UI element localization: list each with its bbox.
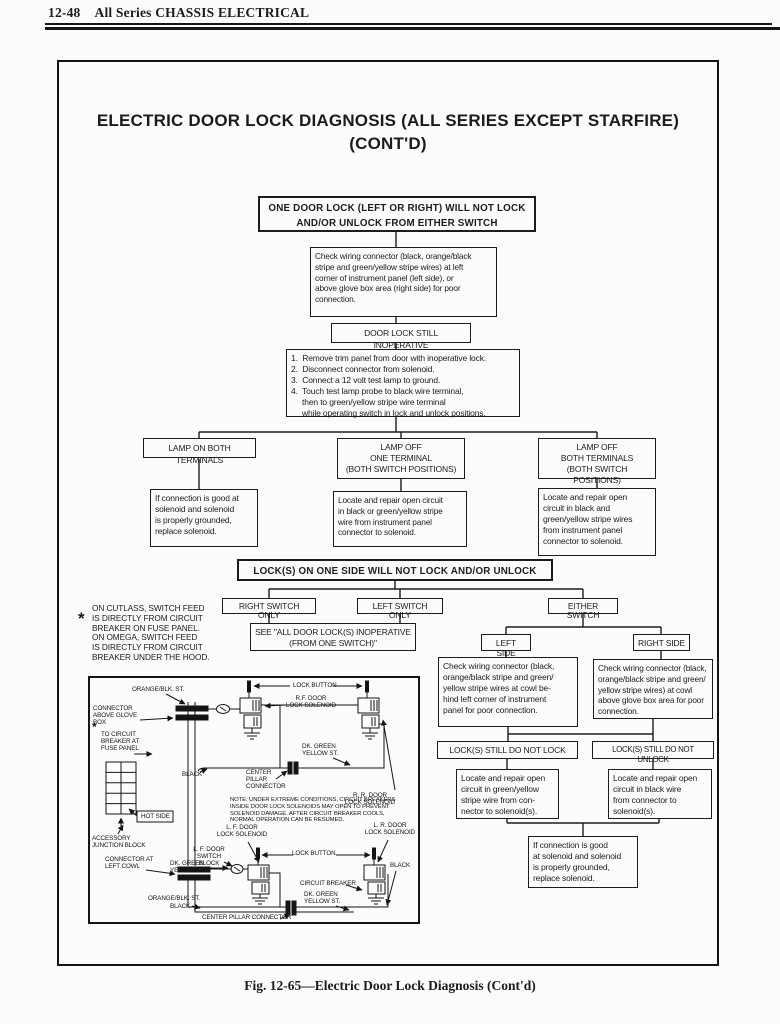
label-lock-button-bottom: LOCK BUTTON <box>292 850 336 857</box>
replace-solenoid-box: If connection is good at solenoid and so… <box>150 489 258 547</box>
label-black-bottom: BLACK <box>170 903 191 910</box>
label-dk-green-yellow-bottom: DK. GREEN YELLOW ST. <box>304 891 341 906</box>
label-lf-door-switch-block: L. F. DOOR SWITCH BLOCK <box>193 846 225 868</box>
page-header: 12-48 All Series CHASSIS ELECTRICAL <box>48 5 309 21</box>
label-lr-door-lock-solenoid: L. R. DOOR LOCK SOLENOID <box>364 822 416 837</box>
repair-black-wire-box: Locate and repair open circuit in black … <box>608 769 712 819</box>
connection-good-box: If connection is good at solenoid and so… <box>528 836 638 888</box>
label-hot-side: HOT SIDE <box>141 813 170 820</box>
label-dk-green-yellow-top: DK. GREEN YELLOW ST. <box>302 743 339 758</box>
chapter-title: All Series CHASSIS ELECTRICAL <box>94 5 310 20</box>
label-accessory-junction-block: ACCESSORY JUNCTION BLOCK <box>92 835 146 850</box>
label-lf-door-lock-solenoid: L. F. DOOR LOCK SOLENOID <box>216 824 268 839</box>
label-center-pillar-top: CENTER PILLAR CONNECTOR <box>246 769 286 791</box>
label-rr-door-lock-solenoid: R. R. DOOR LOCK SOLENOID <box>344 792 396 807</box>
label-connector-left-cowl: CONNECTOR AT LEFT COWL <box>105 856 154 871</box>
lamp-off-one-terminal-box: LAMP OFF ONE TERMINAL (BOTH SWITCH POSIT… <box>337 438 465 479</box>
label-dk-green-yellow-mid: DK. GREEN YELLOW ST. <box>170 860 207 875</box>
label-black-right: BLACK <box>390 862 411 869</box>
repair-green-yellow-box: Locate and repair open circuit in green/… <box>456 769 559 819</box>
lamp-on-both-terminals-box: LAMP ON BOTH TERMINALS <box>143 438 256 465</box>
either-switch-box: EITHER SWITCH <box>548 598 618 620</box>
figure-title: ELECTRIC DOOR LOCK DIAGNOSIS (ALL SERIES… <box>96 111 680 153</box>
left-side-check-box: Check wiring connector (black, orange/bl… <box>438 657 578 727</box>
diagram-asterisk: * <box>92 720 97 734</box>
locks-still-do-not-lock-box: LOCK(S) STILL DO NOT LOCK <box>437 741 578 759</box>
label-lock-button-top: LOCK BUTTON <box>293 682 337 689</box>
right-side-box: RIGHT SIDE <box>633 634 690 651</box>
left-side-box: LEFT SIDE <box>481 634 531 658</box>
label-rf-door-lock-solenoid: R.F. DOOR LOCK SOLENOID <box>285 695 337 710</box>
label-connector-above-glove-box: CONNECTOR ABOVE GLOVE BOX <box>93 705 138 727</box>
wiring-diagram: ORANGE/BLK. ST. CONNECTOR ABOVE GLOVE BO… <box>88 676 420 924</box>
label-to-circuit-breaker: TO CIRCUIT BREAKER AT FUSE PANEL <box>101 731 140 753</box>
lamp-off-both-terminals-box: LAMP OFF BOTH TERMINALS (BOTH SWITCH POS… <box>538 438 656 485</box>
flow2-header-box: LOCK(S) ON ONE SIDE WILL NOT LOCK AND/OR… <box>237 559 553 581</box>
figure-caption: Fig. 12-65—Electric Door Lock Diagnosis … <box>244 978 536 993</box>
flow-start-box: ONE DOOR LOCK (LEFT OR RIGHT) WILL NOT L… <box>258 196 536 232</box>
label-circuit-breaker: CIRCUIT BREAKER <box>300 880 356 887</box>
label-orange-blk-bottom: ORANGE/BLK. ST. <box>148 895 201 902</box>
locks-still-do-not-unlock-box: LOCK(S) STILL DO NOT UNLOCK <box>592 741 714 764</box>
figure-frame <box>57 60 719 966</box>
see-all-door-locks-box: SEE "ALL DOOR LOCK(S) INOPERATIVE (FROM … <box>250 623 416 651</box>
asterisk: * <box>78 609 85 628</box>
label-center-pillar-bottom: CENTER PILLAR CONNECTOR <box>202 914 292 921</box>
label-note: NOTE: UNDER EXTREME CONDITIONS, CIRCUIT … <box>230 797 396 824</box>
right-switch-only-box: RIGHT SWITCH ONLY <box>222 598 316 620</box>
left-switch-only-box: LEFT SWITCH ONLY <box>357 598 443 620</box>
flow-test-steps-box: 1. Remove trim panel from door with inop… <box>286 349 520 418</box>
label-orange-blk-top: ORANGE/BLK. ST. <box>132 686 185 693</box>
right-side-check-box: Check wiring connector (black, orange/bl… <box>593 659 713 719</box>
header-rule-thick <box>45 27 780 30</box>
flow-check-connector-box: Check wiring connector (black, orange/bl… <box>310 247 497 317</box>
cutlass-omega-note: ON CUTLASS, SWITCH FEED IS DIRECTLY FROM… <box>92 603 210 662</box>
label-black-top: BLACK <box>182 771 203 778</box>
repair-open-circuit-or-box: Locate and repair open circuit in black … <box>333 491 467 547</box>
page-number: 12-48 <box>48 5 81 20</box>
header-rule <box>45 23 772 25</box>
flow-still-inoperative-box: DOOR LOCK STILL INOPERATIVE <box>331 323 471 350</box>
repair-open-circuit-and-box: Locate and repair open circuit in black … <box>538 488 656 556</box>
wiring-diagram-drawing <box>105 680 397 920</box>
